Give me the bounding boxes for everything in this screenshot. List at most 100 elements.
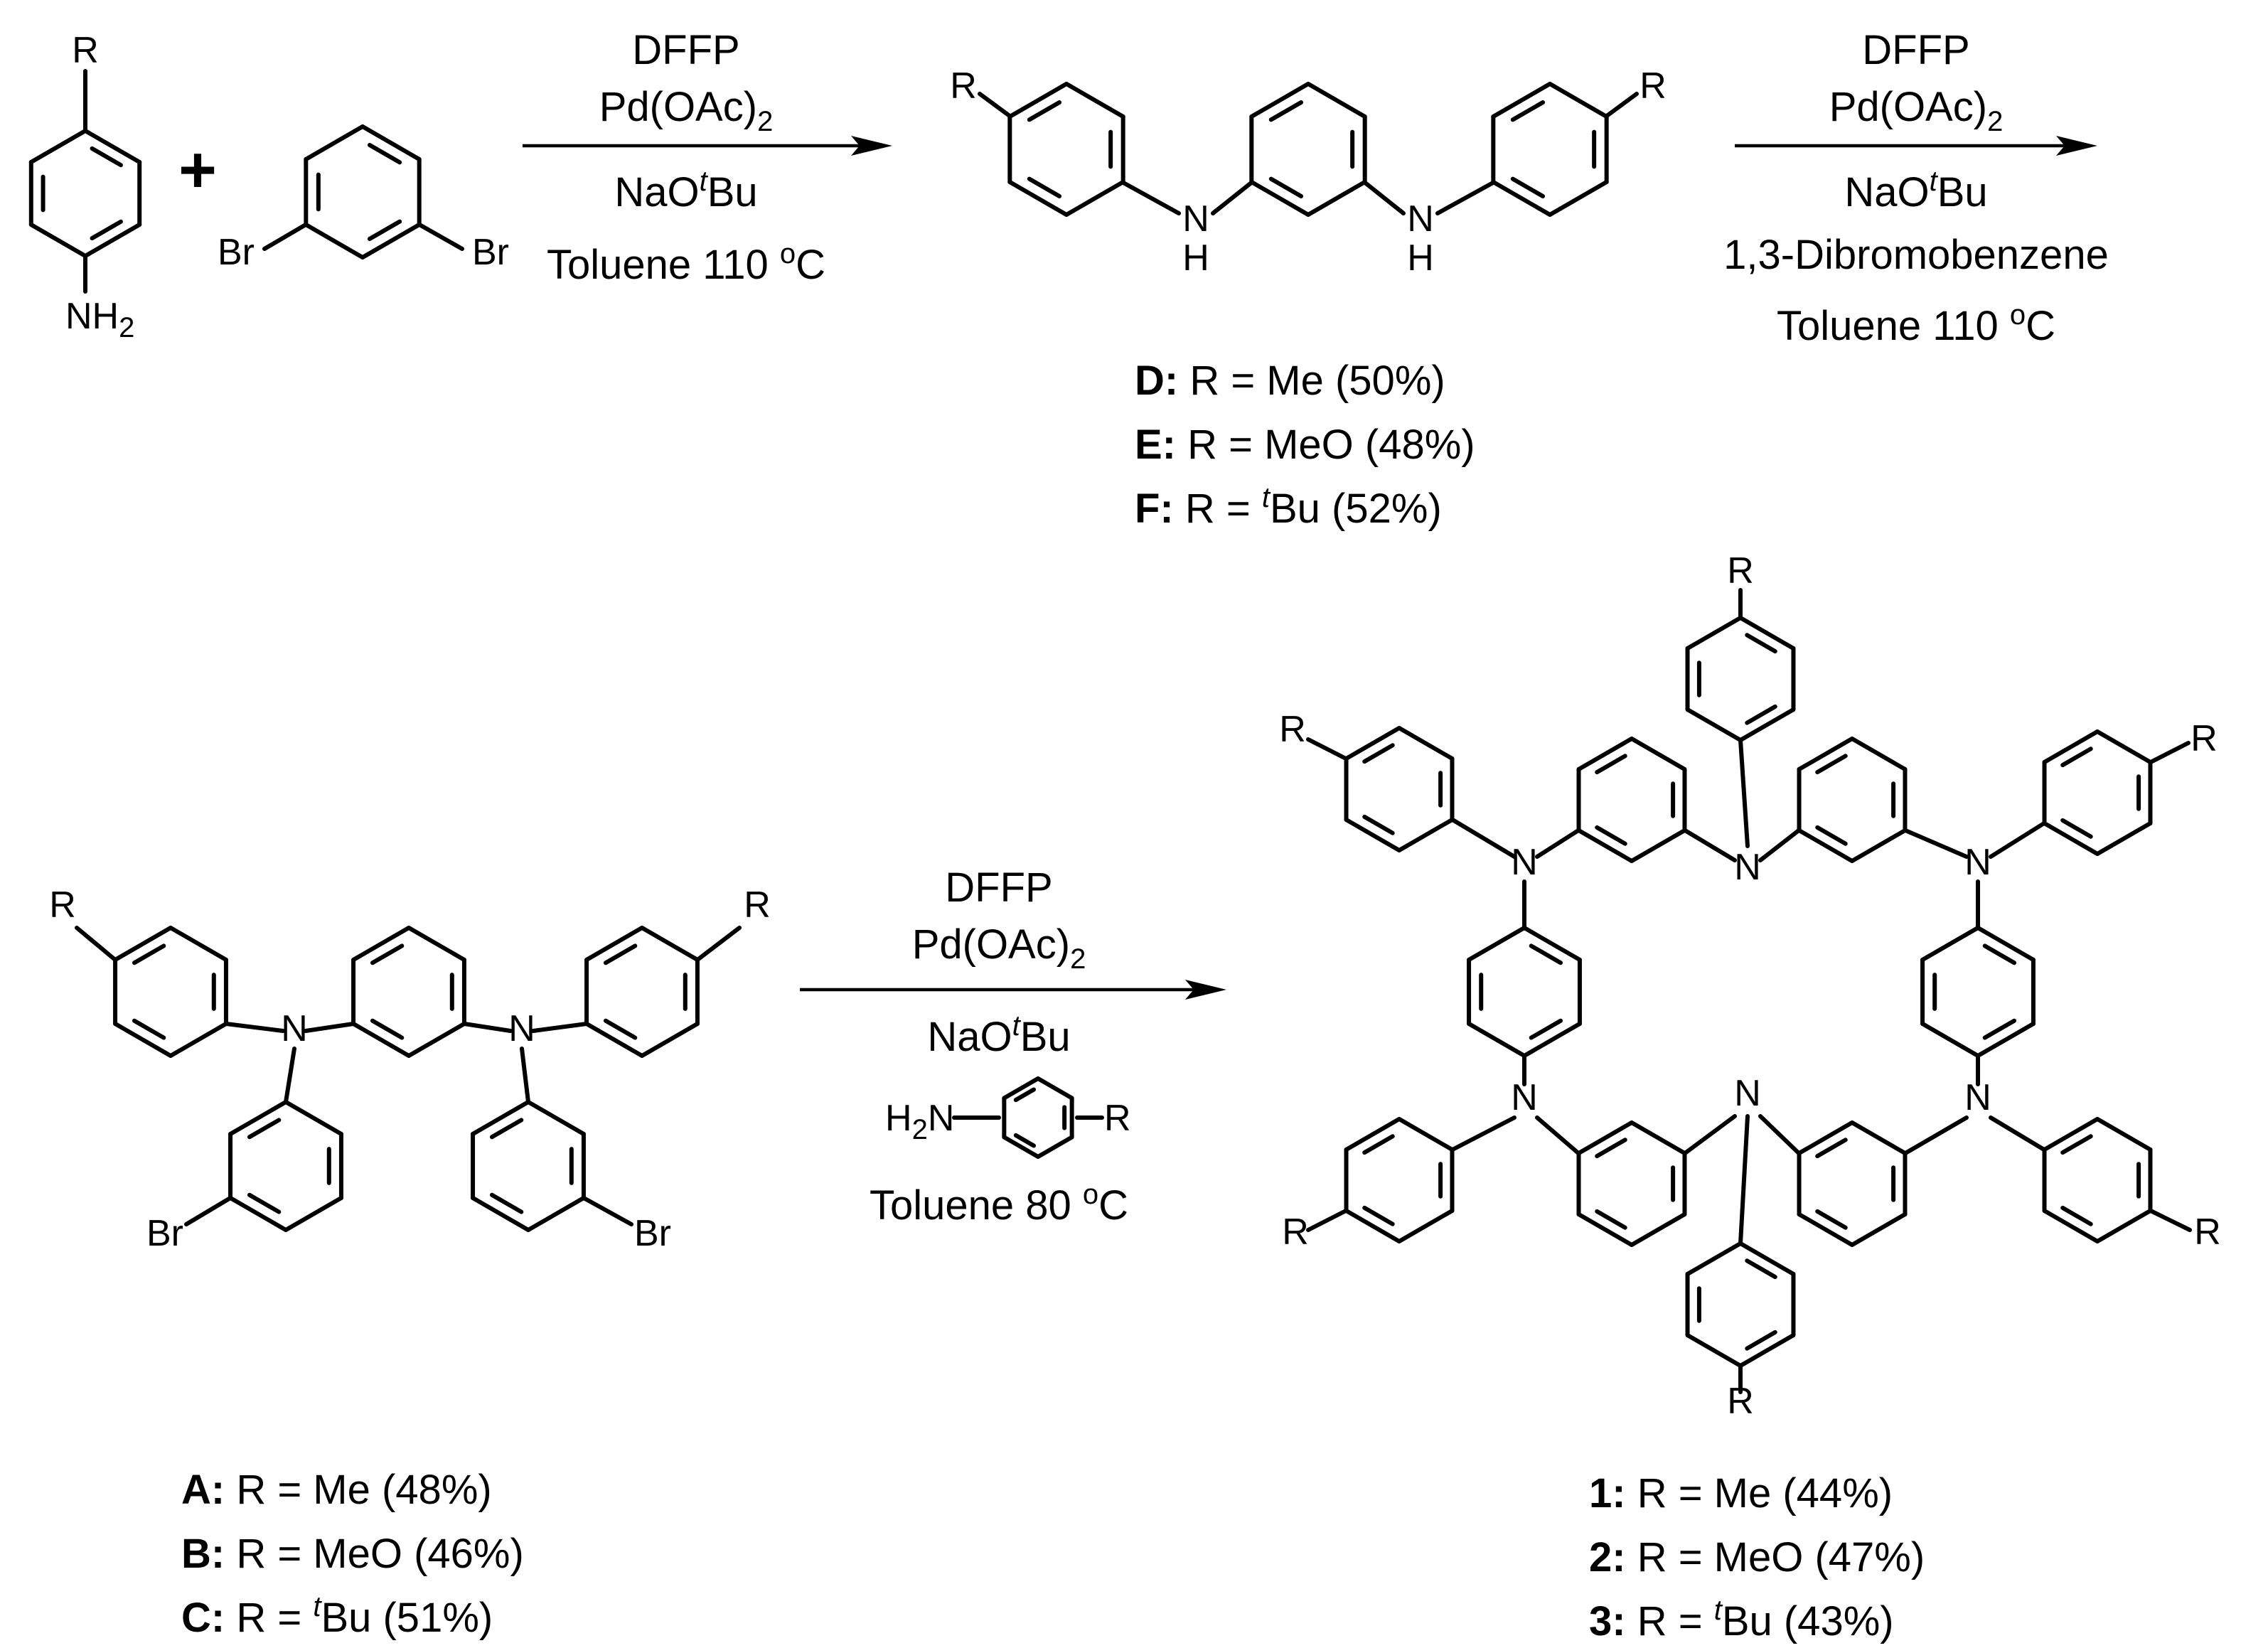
macro-ring-mid-left-bond — [1630, 737, 1687, 771]
macro-ring-bot-mid-right-bond — [1850, 1120, 1908, 1155]
bond — [1435, 181, 1495, 215]
macro-ring-top-double-bond — [1745, 633, 1777, 654]
macro-ring-top-right-bond — [2042, 821, 2099, 856]
macro-n-top: N — [1734, 847, 1761, 888]
aniline-nh2-label: NH2 — [65, 296, 134, 343]
macro-ring-bottom-double-bond — [1745, 1329, 1777, 1351]
bond — [262, 223, 308, 251]
macro-ring-bot-mid-left-double-bond — [1595, 1209, 1627, 1230]
diamine-ring-left-double-bond — [1027, 176, 1062, 199]
aniline-ring-bond — [28, 129, 87, 164]
macro-ring-mid-right-bond — [1850, 737, 1908, 771]
macro-ring-bot-mid-right-double-bond — [1815, 1138, 1848, 1159]
diamine-ring-right-double-bond — [1510, 100, 1546, 122]
bond — [1903, 1115, 1969, 1155]
reaction-arrow-2-head — [2056, 136, 2097, 156]
aniline-ring-double-bond — [90, 146, 123, 168]
diamine-ring-center-double-bond — [1268, 176, 1304, 199]
diamine-ring-right-bond — [1548, 82, 1609, 119]
bond — [304, 1022, 355, 1033]
macro-ring-top-right-double-bond — [2060, 747, 2093, 768]
macro-ring-left-bond — [1522, 1022, 1582, 1058]
bond — [1903, 828, 1969, 859]
diamine-ring-center-bond — [1306, 180, 1367, 217]
dibromide-ring-bl-bond — [228, 1196, 288, 1232]
bond — [1989, 1115, 2046, 1152]
aniline-reagent-r: R — [1104, 1098, 1131, 1139]
bond — [1535, 1115, 1580, 1155]
macro-ring-bot-mid-left-bond — [1576, 1120, 1634, 1155]
intermediate-dibromide: R R N N Br Br — [49, 884, 771, 1254]
dibromide-ring-br-bond — [526, 1196, 586, 1232]
macro-n-bottom: N — [1734, 1073, 1761, 1114]
bond — [2149, 1209, 2192, 1232]
dibromo-ring-double-bond — [367, 142, 402, 165]
reagent-dffp-2: DFFP — [1862, 27, 1969, 73]
macro-ring-bot-mid-right-bond — [1797, 1212, 1854, 1247]
macro-ring-bottom-right-bond — [2095, 1209, 2153, 1243]
macro-ring-bot-mid-right-bond — [1797, 1120, 1854, 1155]
macro-ring-right-bond — [1920, 1022, 1980, 1058]
solvent-temperature-3: Toluene 80 oC — [870, 1179, 1128, 1229]
bond — [582, 1196, 633, 1226]
label-compound-a: A: R = Me (48%) — [181, 1467, 492, 1513]
bond — [1211, 181, 1253, 215]
dibromide-ring-tr-bond — [584, 926, 644, 962]
macro-ring-top-bond — [1738, 707, 1796, 742]
conditions-step-2: DFFP Pd(OAc)2 NaOtBu 1,3-Dibromobenzene … — [1723, 27, 2109, 349]
diamine-ring-right-bond — [1491, 180, 1552, 217]
macro-ring-right-bond — [1976, 1022, 2036, 1058]
macro-r-top-left: R — [1279, 709, 1306, 750]
macro-ring-bottom-double-bond — [1745, 1258, 1777, 1280]
diamine-h-left: H — [1182, 237, 1209, 279]
macro-ring-top-left-bond — [1344, 726, 1401, 761]
aniline-reagent-h2n: H2N — [885, 1098, 954, 1145]
solvent-temperature: Toluene 110 oC — [547, 238, 825, 288]
bond — [2149, 741, 2191, 764]
arrow-layer — [523, 136, 2097, 1000]
macro-ring-bot-mid-left-bond — [1630, 1212, 1687, 1247]
diamine-ring-left-bond — [1064, 180, 1125, 217]
reagent-aniline-ring-bond — [1036, 1135, 1074, 1159]
diamine-ring-right-bond — [1491, 82, 1552, 119]
diamine-r-left: R — [950, 65, 977, 107]
yield-labels-1-3: 1: R = Me (44%) 2: R = MeO (47%) 3: R = … — [1589, 1470, 1925, 1644]
bond — [1989, 821, 2046, 859]
yield-labels-d-f: D: R = Me (50%) E: R = MeO (48%) F: R = … — [1135, 358, 1475, 532]
bond — [1306, 1209, 1348, 1232]
reagent-base-3: NaOtBu — [927, 1010, 1070, 1060]
reagent-aniline-ring-bond — [1036, 1076, 1074, 1101]
dibromide-ring-tl-bond — [113, 1022, 173, 1058]
bond — [1306, 737, 1348, 761]
bond — [1738, 738, 1750, 848]
diamine-r-right: R — [1640, 65, 1667, 107]
macro-ring-bottom-bond — [1685, 1241, 1743, 1276]
reactant-aniline: R NH2 — [65, 30, 134, 343]
macro-ring-top-right-bond — [2095, 821, 2153, 856]
dibromo-ring-bond — [360, 223, 422, 259]
macro-ring-top-bond — [1738, 616, 1796, 651]
plus-sign: + — [178, 134, 217, 206]
macro-ring-bottom-right-bond — [2042, 1209, 2099, 1243]
dibromide-ring-center-bond — [351, 1022, 411, 1058]
dibromide-ring-tl-bond — [113, 926, 173, 962]
reagent-aniline-ring-bond — [1002, 1076, 1040, 1101]
dibromo-ring-bond — [304, 124, 365, 161]
macro-ring-right-double-bond — [1982, 943, 2017, 965]
macro-ring-bot-mid-right-double-bond — [1815, 1209, 1848, 1230]
macro-ring-bottom-right-double-bond — [2060, 1205, 2093, 1226]
diamine-ring-left-bond — [1064, 82, 1125, 119]
label-compound-e: E: R = MeO (48%) — [1135, 422, 1475, 468]
macro-ring-right-double-bond — [1982, 1018, 2017, 1040]
reagent-catalyst: Pd(OAc)2 — [599, 84, 774, 137]
dibromide-r-left: R — [49, 884, 76, 926]
diamine-n-right: N — [1407, 198, 1434, 240]
macro-ring-mid-left-bond — [1576, 828, 1634, 863]
aniline-ring-bond — [28, 223, 87, 258]
macro-ring-top-left-bond — [1397, 726, 1455, 761]
dibromide-ring-bl-double-bond — [247, 1118, 282, 1140]
macro-ring-bot-mid-right-bond — [1850, 1212, 1908, 1247]
dibromide-ring-br-double-bond — [489, 1118, 524, 1140]
dibromide-n-left: N — [281, 1008, 308, 1049]
bond — [531, 1022, 589, 1033]
